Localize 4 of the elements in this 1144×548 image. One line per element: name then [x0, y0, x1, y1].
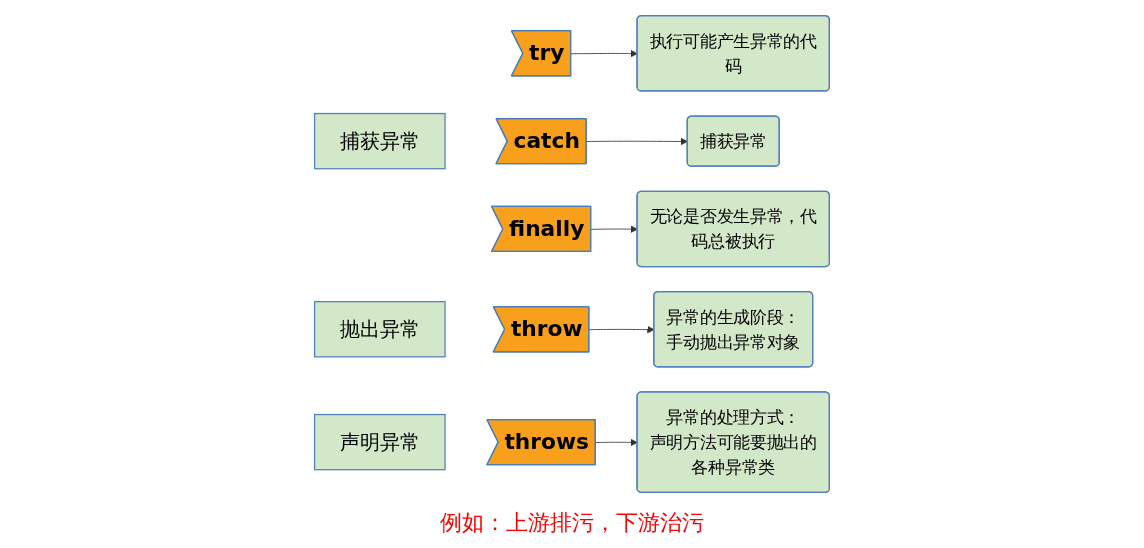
node-box: 声明异常 [314, 413, 446, 471]
note-text: 例如：上游排污，下游治污 [440, 510, 704, 535]
node-box: 捕获异常 [314, 112, 446, 170]
node-box: 抛出异常 [314, 301, 446, 358]
